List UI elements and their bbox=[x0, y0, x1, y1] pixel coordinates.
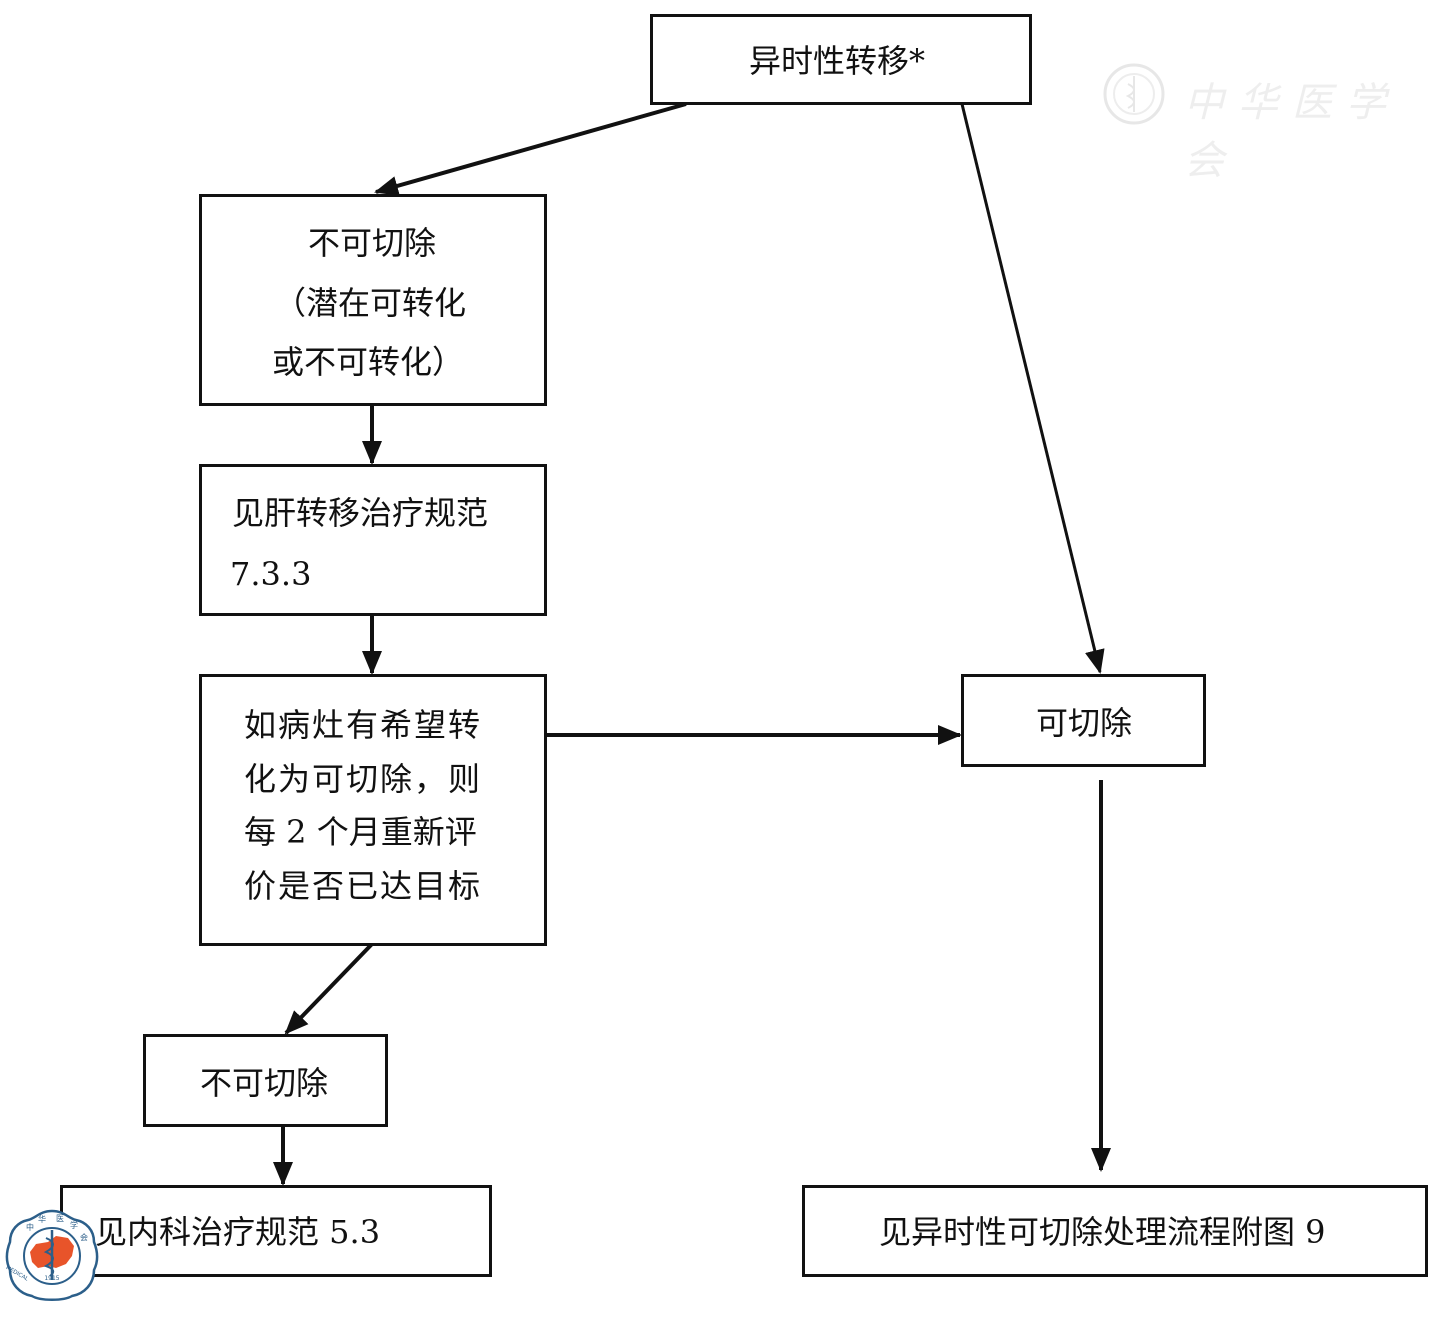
node-label-line-3: 每 2 个月重新评 bbox=[244, 813, 477, 851]
node-label-line-3: 或不可转化） bbox=[272, 343, 465, 381]
edge-reassess-to-unresectable-final bbox=[284, 942, 374, 1035]
edge-metachronous-to-unresectable bbox=[374, 102, 687, 196]
node-label: 见异时性可切除处理流程附图 9 bbox=[879, 1213, 1326, 1251]
edge-metachronous-to-resectable bbox=[960, 103, 1105, 674]
svg-text:医: 医 bbox=[56, 1214, 64, 1223]
svg-text:华: 华 bbox=[38, 1214, 46, 1224]
node-label-line-1: 见肝转移治疗规范 bbox=[232, 494, 489, 532]
node-resectable: 可切除 bbox=[961, 674, 1206, 767]
watermark-text: 中华医学会 bbox=[1184, 80, 1400, 184]
node-liver-metastasis-guideline: 见肝转移治疗规范 7.3.3 bbox=[199, 464, 547, 616]
node-metachronous-metastasis: 异时性转移* bbox=[650, 14, 1032, 105]
node-reassess-every-2-months: 如病灶有希望转 化为可切除，则 每 2 个月重新评 价是否已达目标 bbox=[199, 674, 547, 946]
node-label-line-2: 7.3.3 bbox=[230, 555, 312, 593]
node-label: 见内科治疗规范 5.3 bbox=[95, 1213, 381, 1251]
node-label: 不可切除 bbox=[200, 1064, 329, 1102]
svg-text:1915: 1915 bbox=[44, 1275, 59, 1282]
chinese-medical-association-logo-icon: 1915 中 华 医 学 会 MEDICAL bbox=[5, 1209, 99, 1301]
node-label-line-2: 化为可切除，则 bbox=[244, 760, 483, 798]
node-unresectable-initial: 不可切除 （潜在可转化 或不可转化） bbox=[199, 194, 547, 406]
node-label-line-4: 价是否已达目标 bbox=[244, 867, 483, 905]
watermark: 中华医学会 bbox=[1100, 62, 1400, 184]
svg-text:学: 学 bbox=[70, 1220, 78, 1230]
node-unresectable-final: 不可切除 bbox=[143, 1034, 388, 1127]
node-label: 可切除 bbox=[1036, 704, 1133, 742]
chinese-medical-association-seal-icon bbox=[1103, 63, 1165, 125]
node-label-line-1: 不可切除 bbox=[308, 224, 437, 262]
svg-text:会: 会 bbox=[80, 1232, 88, 1242]
node-resectable-flow-reference: 见异时性可切除处理流程附图 9 bbox=[802, 1185, 1428, 1277]
node-label-line-1: 如病灶有希望转 bbox=[244, 706, 483, 744]
node-label-line-2: （潜在可转化 bbox=[274, 284, 467, 322]
node-label: 异时性转移* bbox=[749, 42, 926, 80]
svg-text:中: 中 bbox=[26, 1222, 34, 1232]
node-medical-treatment-guideline: 见内科治疗规范 5.3 bbox=[60, 1185, 492, 1277]
